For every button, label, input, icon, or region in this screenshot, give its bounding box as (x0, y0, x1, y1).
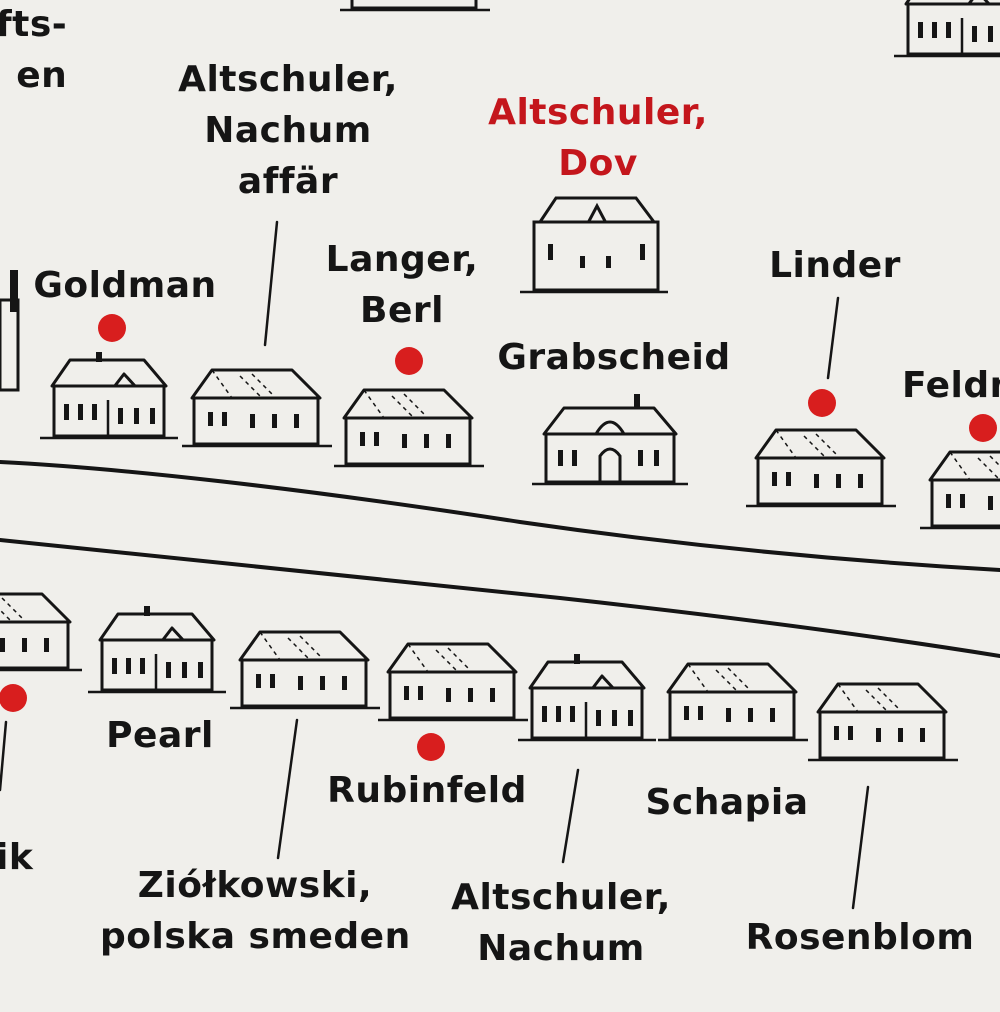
chimney-left-edge (0, 270, 20, 392)
marker-feldm (969, 414, 997, 442)
house-rubinfeld (376, 642, 530, 722)
house-langer-berl (332, 388, 486, 468)
house-top-right (892, 0, 1000, 58)
marker-goldman (98, 314, 126, 342)
house-schapia (656, 662, 810, 742)
label-ziolkowski: Ziółkowski, polska smeden (100, 865, 411, 957)
markers (0, 314, 997, 761)
house-top-center (338, 0, 492, 12)
marker-rubinfeld (417, 733, 445, 761)
leader-lines (0, 220, 870, 910)
house-altschuler-dov (520, 196, 668, 294)
house-altschuler-nachum (516, 652, 658, 742)
marker-langer (395, 347, 423, 375)
label-grabscheid: Grabscheid (497, 337, 731, 378)
label-partial-top-left: fts- en (0, 4, 68, 96)
label-schapia: Schapia (645, 782, 809, 823)
house-altschuler-nachum-affar (180, 368, 334, 448)
house-rosenblom (806, 682, 960, 762)
buildings (0, 0, 1000, 762)
label-linder: Linder (769, 245, 901, 286)
house-south-left (0, 592, 84, 672)
label-pearl: Pearl (106, 715, 214, 756)
road-south-edge (0, 538, 1000, 658)
label-langer-berl: Langer, Berl (325, 239, 479, 331)
house-linder (744, 428, 898, 508)
label-rosenblom: Rosenblom (745, 917, 975, 958)
label-ik-partial: ik (0, 837, 34, 878)
road-north-edge (0, 460, 1000, 572)
house-grabscheid (530, 392, 690, 486)
label-feldm: Feldm (902, 365, 1000, 406)
roads (0, 460, 1000, 658)
label-rubinfeld: Rubinfeld (327, 770, 527, 811)
house-ziolkowski (228, 630, 382, 710)
label-goldman: Goldman (33, 265, 217, 306)
marker-left-south (0, 684, 27, 712)
label-altschuler-nachum-affar: Altschuler, Nachum affär (178, 59, 398, 202)
label-altschuler-nachum: Altschuler, Nachum (451, 877, 671, 969)
house-goldman (38, 350, 180, 440)
label-altschuler-dov: Altschuler, Dov (488, 92, 708, 184)
marker-linder (808, 389, 836, 417)
house-pearl (86, 604, 228, 694)
house-feldm (918, 450, 1000, 530)
